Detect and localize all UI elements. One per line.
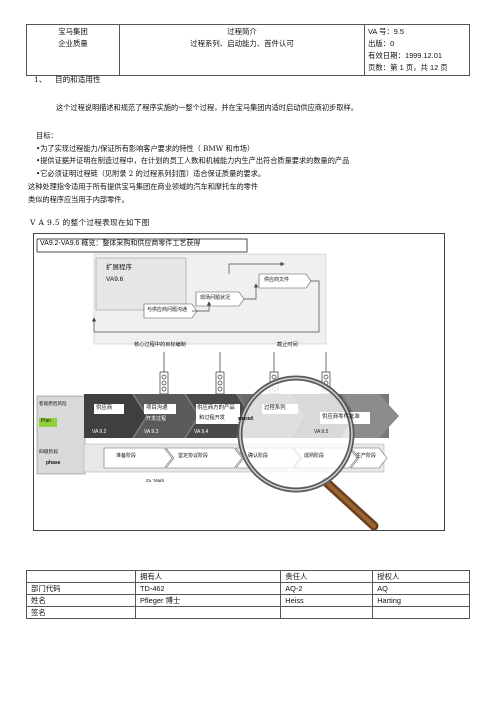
row-label: 姓名 (26, 594, 136, 607)
stage-box-3 (196, 404, 240, 424)
stage-label-5: 供应商零件批准 (322, 414, 360, 420)
extended-program-box (95, 257, 187, 311)
goal-bullet-3: •它必须证明过程链（见附录 2 的过程系列封面）适合保证质量的要求。 (36, 169, 266, 178)
valid-date: 有效日期：1999.12.01 (368, 51, 442, 60)
magnifier-icon (237, 375, 379, 531)
meta-cell: VA 号：9.5 出版：0 有效日期：1999.12.01 页数：第 1 页，共… (364, 24, 470, 76)
header-responsible: 责任人 (280, 570, 374, 583)
document-header: 宝马集团 企业质量 过程简介 过程系列、启动能力、首件认可 VA 号：9.5 出… (26, 24, 470, 76)
phase-4: 成熟阶段 (304, 453, 325, 459)
phase-3: 确认阶段 (248, 453, 269, 459)
phase-arrow-1 (103, 447, 173, 469)
va-code-1: VA 9.2 (92, 429, 107, 435)
stage-label-3: 供应商方的产品 (197, 405, 235, 411)
phase-label: phase (46, 460, 61, 466)
phase-arrow-2 (165, 447, 243, 469)
cell-value: Harting (372, 594, 470, 607)
traffic-light-1 (159, 371, 169, 395)
onsite-issues-label: 现场问题状况 (200, 295, 231, 301)
plan-tag (39, 418, 57, 427)
goal-bullet-1: •为了实现过程能力/保证所有影响客户要求的特性（ BMW 和市场） (36, 144, 255, 153)
cell-value: AQ-2 (280, 582, 374, 595)
supplier-docs-label: 供应商文件 (264, 277, 290, 283)
header-owner: 拥有人 (134, 570, 282, 583)
left-top-label: 客观原因风险 (39, 402, 67, 407)
lens-text: ment (238, 416, 254, 422)
figure-title: VA9.2-VA9.6 概览：整体采购和供应商零件工艺获得 (40, 240, 201, 247)
stage-box-1 (94, 404, 124, 414)
table-row: 部门代码 TD-462 AQ-2 AQ (26, 582, 470, 595)
topic-cell: 过程简介 过程系列、启动能力、首件认可 (119, 24, 365, 76)
stage-arrow-6 (342, 394, 399, 438)
stage-box-2 (144, 404, 176, 414)
signature-cell (280, 606, 374, 619)
phase-1: 准备阶段 (116, 453, 137, 459)
extended-program-label: 扩展程序 (106, 263, 132, 271)
va-code-4: VA 9.5 (314, 429, 329, 435)
page-count: 页数：第 1 页，共 12 页 (368, 63, 448, 72)
supplier-issues-shape (143, 303, 198, 319)
plan-label: Plan (41, 418, 52, 424)
section-number: 1、 (34, 75, 47, 84)
cell-value: Heiss (280, 594, 374, 607)
stage-sub-1: 开发过程 (146, 416, 167, 422)
left-phase-column (36, 395, 86, 475)
cell-value: Pfleger 博士 (134, 594, 282, 607)
scope-line-2: 类似的程序应当用于内部零件。 (28, 195, 129, 204)
stage-label-4: 过程系列 (264, 405, 286, 411)
supplier-issues-label: 与供应商问题沟通 (147, 307, 188, 313)
approval-table: 拥有人 责任人 授权人 部门代码 TD-462 AQ-2 AQ 姓名 Pfleg… (26, 570, 470, 619)
process-diagram (36, 238, 399, 531)
scope-line-1: 这种处理指令适用于所有提供宝马集团在商业领域的汽车和摩托车的零件 (28, 182, 259, 191)
goals-label: 目标： (36, 131, 58, 140)
va-code-3: VA 9.4 (194, 429, 209, 435)
approval-header-row: 拥有人 责任人 授权人 (26, 570, 470, 583)
left-bottom-label: 四级阶段 (39, 450, 59, 455)
figure-title-box (36, 238, 248, 253)
table-row: 姓名 Pfleger 博士 Heiss Harting (26, 594, 470, 607)
supplier-docs-shape (258, 273, 312, 289)
traffic-light-2 (215, 371, 225, 395)
edition: 出版：0 (368, 39, 395, 48)
phase-2: 鉴定协议阶段 (178, 453, 209, 459)
signature-cell (134, 606, 282, 619)
section-title: 目的和适用性 (55, 75, 101, 84)
va-code-2: VA 9.3 (144, 429, 159, 435)
figure-caption: V A 9.5 的整个过程表现在如下图 (30, 218, 150, 227)
row-label: 签名 (26, 606, 136, 619)
document-topic: 过程系列、启动能力、首件认可 (190, 39, 294, 48)
intro-paragraph: 这个过程说明描述和规范了程序实施的一整个过程，并在宝马集团内适时启动供应商初步取… (56, 103, 358, 112)
header-authorizer: 授权人 (372, 570, 470, 583)
cell-value: AQ (372, 582, 470, 595)
process-overview-figure: VA9.2-VA9.6 概览：整体采购和供应商零件工艺获得 扩展程序 VA9.6… (33, 233, 445, 531)
signature-cell (372, 606, 470, 619)
document-type: 过程简介 (227, 27, 257, 36)
stage-label-2: 项目沟通 (146, 405, 168, 411)
cell-value: TD-462 (134, 582, 282, 595)
table-row: 签名 (26, 606, 470, 619)
va-number: VA 号：9.5 (368, 27, 405, 36)
stage-label-1: 供应商 (96, 405, 113, 411)
phase-5: 生产阶段 (356, 453, 377, 459)
deadline-label: 截止时间 (277, 342, 298, 348)
extended-program-code: VA9.6 (106, 276, 124, 283)
core-goal-label: 核心过程中的目标编制 (134, 342, 186, 348)
small-note: Zu ̈ Mai9 (146, 478, 164, 483)
row-label: 部门代码 (26, 582, 136, 595)
stage-sub-2: 和过程开发 (199, 415, 225, 421)
company-name: 宝马集团 (58, 27, 88, 36)
header-blank (26, 570, 136, 583)
company-cell: 宝马集团 企业质量 (26, 24, 120, 76)
department-name: 企业质量 (58, 39, 88, 48)
phase-arrow-5 (350, 447, 388, 469)
goal-bullet-2: •提供证据并证明在制造过程中，在计划的员工人数和机械能力内生产出符合质量要求的数… (36, 156, 350, 165)
